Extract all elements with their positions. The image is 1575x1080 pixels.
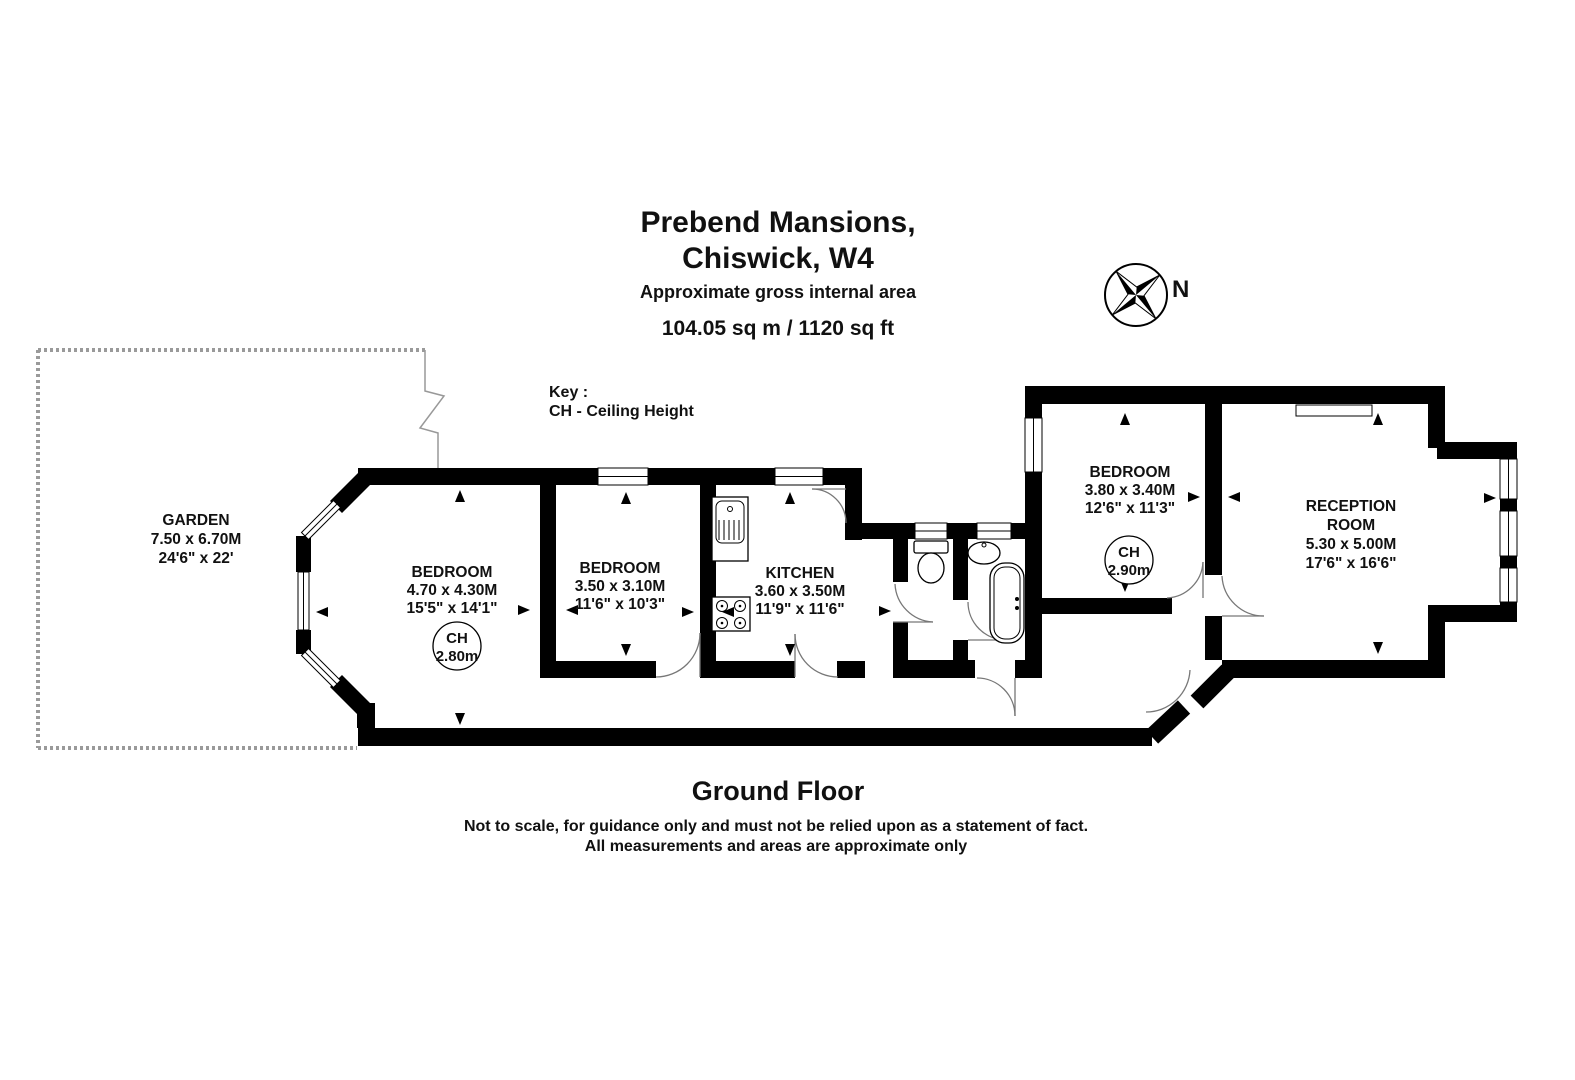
bedroom3-ch-circle — [1104, 535, 1154, 585]
floor-label: Ground Floor — [692, 776, 865, 806]
disclaimer-line1: Not to scale, for guidance only and must… — [464, 818, 1088, 835]
key-title: Key : — [549, 384, 588, 401]
compass: N — [1104, 263, 1189, 327]
bathtub — [989, 562, 1025, 644]
reception-door — [1221, 575, 1265, 617]
fixtures — [711, 404, 1373, 644]
bedroom2-name: BEDROOM — [580, 560, 661, 577]
bedroom1-metric: 4.70 x 4.30M — [407, 582, 497, 599]
bedroom2-window — [597, 467, 649, 486]
bedroom1-name: BEDROOM — [412, 564, 493, 581]
reception-imperial: 17'6" x 16'6" — [1305, 555, 1396, 572]
labels: Prebend Mansions, Chiswick, W4 Approxima… — [151, 206, 1397, 855]
reception-name-line2: ROOM — [1327, 517, 1375, 534]
wc-window — [914, 522, 948, 540]
bedroom2-door — [655, 632, 701, 678]
fireplace — [1295, 404, 1373, 417]
bedroom1-ch-circle — [432, 621, 482, 671]
reception-name-line1: RECEPTION — [1306, 498, 1396, 515]
garden-name: GARDEN — [162, 512, 229, 529]
bay-window-right — [1499, 458, 1518, 603]
entrance-door — [1145, 669, 1191, 713]
measure-arrows — [316, 413, 1496, 725]
garden-imperial: 24'6" x 22' — [158, 550, 233, 567]
wc-door — [893, 583, 934, 623]
page-title-line2: Chiswick, W4 — [682, 242, 874, 275]
kitchen-window — [774, 467, 824, 486]
fence-break-line — [418, 350, 446, 468]
bedroom3-name: BEDROOM — [1090, 464, 1171, 481]
doors — [655, 488, 1265, 717]
reception-metric: 5.30 x 5.00M — [1306, 536, 1396, 553]
kitchen-door — [794, 633, 839, 678]
total-area: 104.05 sq m / 1120 sq ft — [662, 317, 894, 340]
bedroom3-imperial: 12'6" x 11'3" — [1085, 500, 1175, 517]
kitchen-sink — [711, 496, 749, 562]
page-subtitle: Approximate gross internal area — [640, 282, 917, 302]
kitchen-imperial: 11'9" x 11'6" — [755, 601, 844, 618]
kitchen-metric: 3.60 x 3.50M — [755, 583, 845, 600]
kitchen-rear-door — [811, 488, 847, 524]
bedroom2-metric: 3.50 x 3.10M — [575, 578, 665, 595]
bedroom3-ch-value: 2.90m — [1108, 562, 1151, 579]
bedroom2-imperial: 11'6" x 10'3" — [575, 596, 665, 613]
bedroom1-ch-label: CH — [446, 630, 468, 647]
bathroom-window — [976, 522, 1012, 540]
page-title-line1: Prebend Mansions, — [640, 206, 915, 239]
bedroom3-door — [1166, 561, 1204, 599]
garden-metric: 7.50 x 6.70M — [151, 531, 241, 548]
bay-window-left — [297, 499, 342, 689]
kitchen-name: KITCHEN — [766, 565, 835, 582]
toilet — [913, 540, 949, 584]
windows — [297, 417, 1518, 689]
bedroom1-imperial: 15'5" x 14'1" — [406, 600, 497, 617]
key-ceiling-height: CH - Ceiling Height — [549, 403, 695, 420]
building-walls — [296, 386, 1517, 746]
bedroom3-ch-label: CH — [1118, 544, 1140, 561]
bathroom-hall-door — [976, 677, 1016, 717]
compass-north-label: N — [1172, 276, 1189, 303]
bedroom3-window — [1024, 417, 1043, 473]
bedroom3-metric: 3.80 x 3.40M — [1085, 482, 1175, 499]
basin — [967, 541, 1001, 565]
disclaimer-line2: All measurements and areas are approxima… — [585, 838, 967, 855]
bedroom1-ch-value: 2.80m — [436, 648, 479, 665]
garden-boundary — [36, 348, 446, 750]
